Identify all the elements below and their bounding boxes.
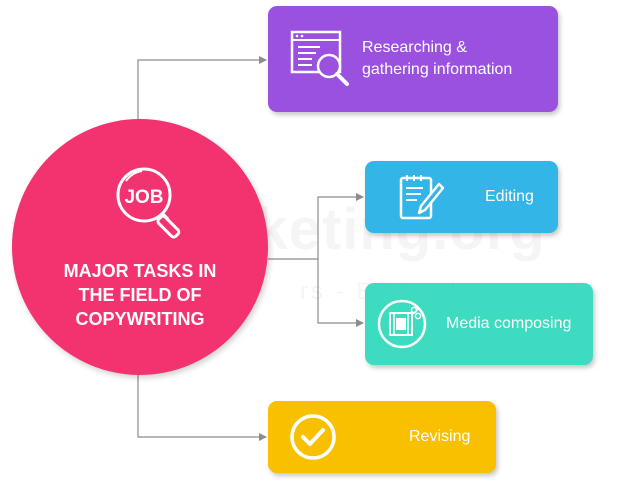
task-label-editing: Editing bbox=[485, 188, 534, 205]
checkmark-circle-icon bbox=[290, 414, 336, 460]
connector-to-research bbox=[137, 56, 267, 140]
task-box-editing: Editing bbox=[365, 161, 558, 233]
job-search-icon: JOB bbox=[116, 167, 181, 239]
task-box-revising: Revising bbox=[268, 401, 496, 473]
connector-to-media bbox=[317, 259, 364, 327]
central-topic-title: MAJOR TASKS IN THE FIELD OF COPYWRITING bbox=[30, 259, 250, 331]
film-scissors-icon bbox=[377, 299, 427, 349]
central-topic-circle: JOB MAJOR TASKS IN THE FIELD OF COPYWRIT… bbox=[12, 119, 268, 375]
task-label-researching: Researching & gathering information bbox=[362, 39, 513, 78]
connector-to-revising bbox=[137, 370, 267, 441]
job-icon-text: JOB bbox=[124, 187, 163, 208]
task-label-media-composing: Media composing bbox=[446, 315, 572, 332]
task-label-revising: Revising bbox=[409, 428, 471, 445]
document-search-icon bbox=[290, 30, 349, 86]
notepad-pencil-icon bbox=[399, 175, 445, 220]
task-box-media-composing: Media composing bbox=[365, 283, 593, 365]
central-topic-line: COPYWRITING bbox=[75, 309, 205, 329]
central-topic-line: MAJOR TASKS IN bbox=[63, 261, 217, 281]
task-box-researching: Researching & gathering information bbox=[268, 6, 558, 112]
connector-to-editing bbox=[317, 193, 364, 259]
central-topic-line: THE FIELD OF bbox=[78, 285, 202, 305]
